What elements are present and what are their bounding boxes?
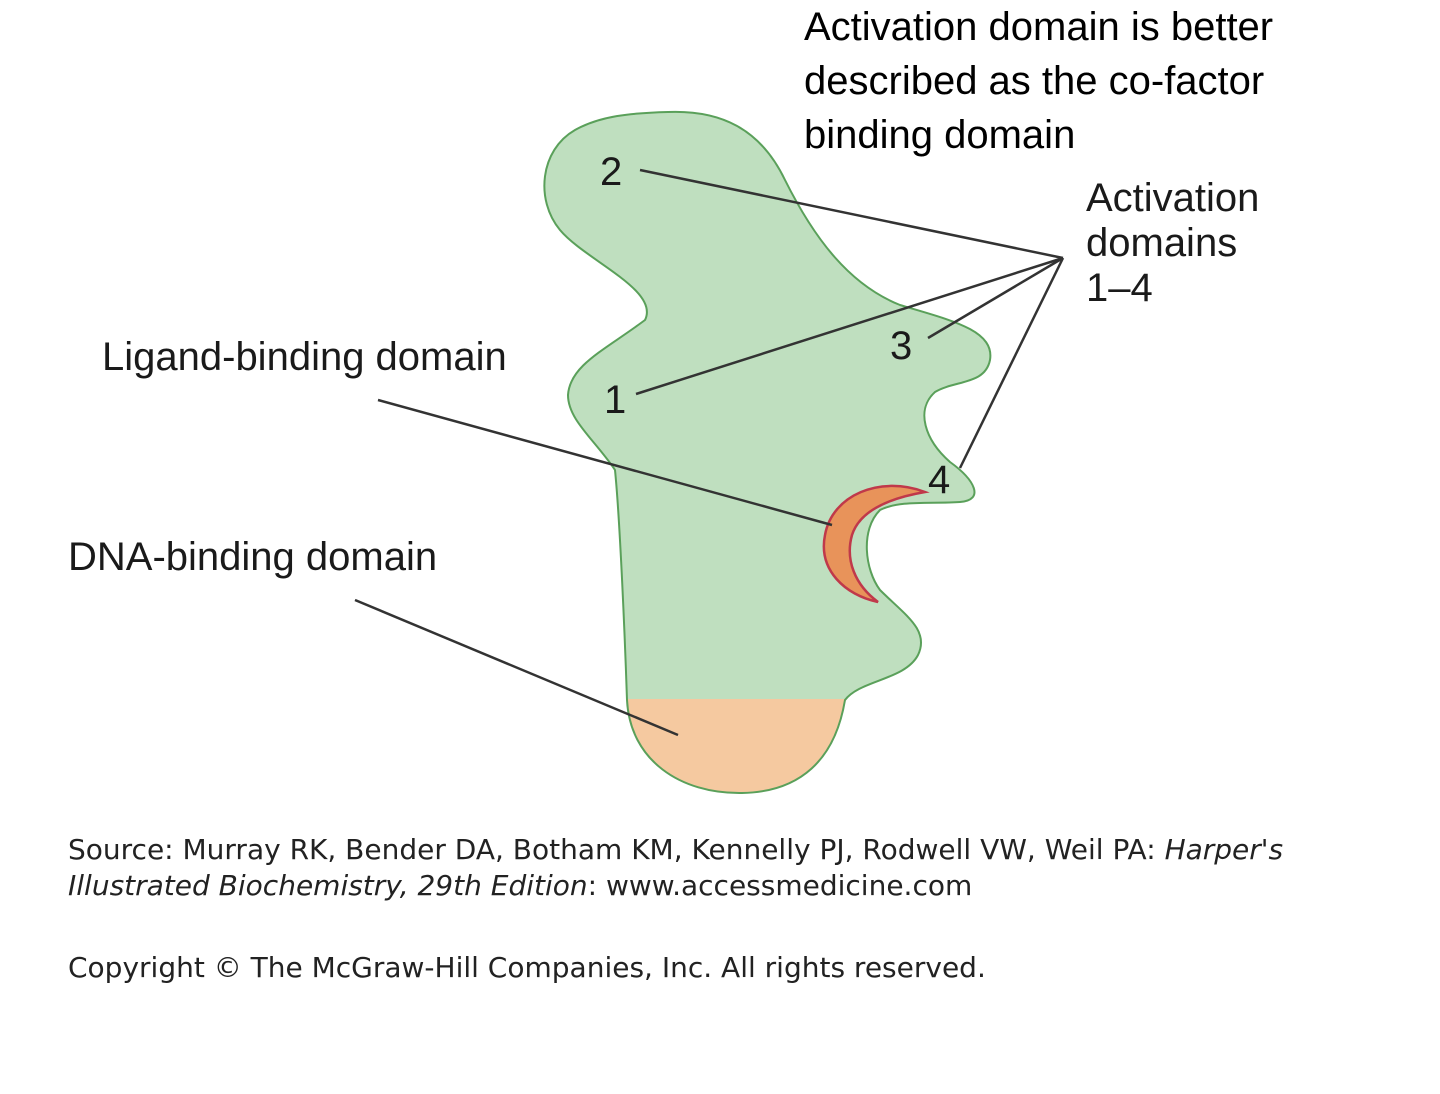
activation-label-line-3: 1–4 — [1086, 266, 1153, 310]
domain-number-2: 2 — [600, 150, 623, 194]
receptor-outline — [543, 110, 992, 795]
leader-line-domain-4 — [958, 257, 1065, 469]
dna-binding-label: DNA-binding domain — [68, 535, 438, 579]
leader-line-domain-1 — [635, 256, 1064, 396]
source-line-1: Source: Murray RK, Bender DA, Botham KM,… — [68, 832, 1283, 868]
leader-line-domain-3 — [927, 256, 1064, 340]
callout-line-1: Activation domain is better — [804, 5, 1274, 49]
leader-line-dna — [354, 598, 679, 737]
activation-domains-label: Activation domains 1–4 — [1086, 176, 1259, 311]
source-prefix: Source: Murray RK, Bender DA, Botham KM,… — [68, 833, 1165, 866]
source-book-part-2: Illustrated Biochemistry, 29th Edition — [68, 869, 588, 902]
activation-label-line-1: Activation — [1086, 176, 1260, 220]
domain-number-4: 4 — [928, 458, 951, 502]
source-line-2: Illustrated Biochemistry, 29th Edition: … — [68, 868, 1283, 904]
leader-line-ligand — [377, 398, 833, 527]
domain-number-1: 1 — [604, 378, 627, 422]
ligand-binding-pocket — [822, 484, 930, 604]
activation-label-line-2: domains — [1086, 221, 1238, 265]
callout-line-3: binding domain — [804, 113, 1076, 157]
callout-note: Activation domain is better described as… — [804, 0, 1273, 162]
callout-line-2: described as the co-factor — [804, 59, 1265, 103]
copyright-notice: Copyright © The McGraw-Hill Companies, I… — [68, 951, 986, 984]
source-book-part-1: Harper's — [1164, 833, 1284, 866]
leader-lines — [354, 168, 1065, 737]
source-suffix: : www.accessmedicine.com — [587, 869, 973, 902]
domain-number-3: 3 — [890, 324, 913, 368]
receptor-body — [544, 111, 991, 794]
leader-line-domain-2 — [639, 168, 1064, 260]
source-citation: Source: Murray RK, Bender DA, Botham KM,… — [68, 832, 1283, 904]
ligand-binding-label: Ligand-binding domain — [102, 335, 507, 379]
